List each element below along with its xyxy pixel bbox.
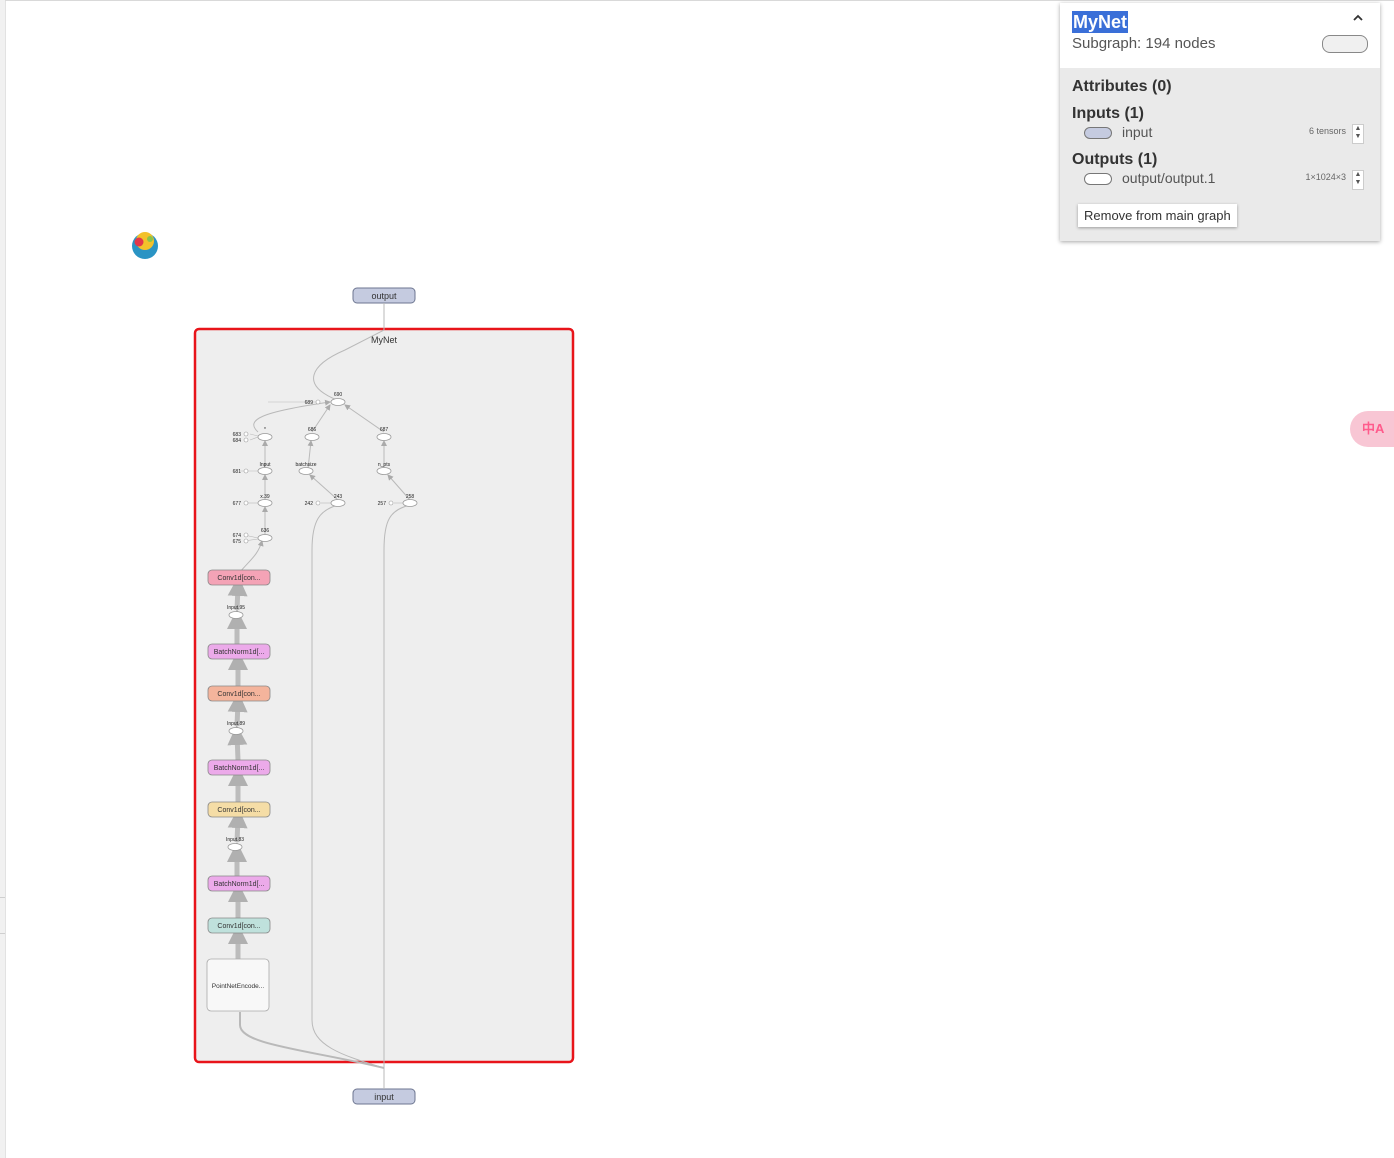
svg-text:686: 686	[308, 427, 317, 433]
svg-text:681: 681	[233, 469, 242, 475]
svg-text:Conv1d[con...: Conv1d[con...	[217, 807, 260, 814]
input-name: input	[1122, 124, 1153, 140]
op-node-242[interactable]: 242	[305, 500, 321, 507]
output-name: output/output.1	[1122, 170, 1216, 186]
svg-text:636: 636	[261, 528, 270, 534]
svg-text:PointNetEncode...: PointNetEncode...	[212, 983, 265, 990]
trunk-edges	[227, 576, 248, 959]
op-node-243[interactable]: 243	[330, 494, 346, 507]
module-batchnorm1d-1[interactable]: BatchNorm1d[...	[207, 875, 271, 892]
output-size: 1×1024×3	[1305, 172, 1346, 182]
svg-text:BatchNorm1d[...: BatchNorm1d[...	[214, 765, 265, 772]
module-pointnet-encoder[interactable]: PointNetEncode...	[206, 958, 270, 1012]
svg-text:258: 258	[406, 494, 415, 500]
svg-text:242: 242	[305, 501, 314, 507]
op-node-batchsize[interactable]: batchsize	[295, 462, 317, 475]
graph-edges	[239, 303, 411, 1089]
outputs-heading: Outputs (1)	[1072, 151, 1158, 168]
svg-text:input: input	[374, 1092, 394, 1102]
inputs-heading: Inputs (1)	[1072, 105, 1144, 122]
op-node-258[interactable]: 258	[402, 494, 418, 507]
svg-text:*: *	[264, 427, 266, 433]
op-node-677[interactable]: 677	[233, 500, 249, 507]
op-node-mul[interactable]: *	[257, 427, 273, 441]
app-logo	[130, 230, 160, 260]
svg-text:output: output	[371, 291, 397, 301]
node-info-card: MyNet Subgraph: 194 nodes Attributes (0)…	[1060, 3, 1380, 241]
module-conv1d-4[interactable]: Conv1d[con...	[207, 569, 271, 586]
subgraph-label: MyNet	[371, 335, 398, 345]
op-node-x39[interactable]: x.39	[257, 494, 273, 507]
svg-text:Input: Input	[259, 462, 271, 468]
svg-text:Conv1d[con...: Conv1d[con...	[217, 923, 260, 930]
svg-text:687: 687	[380, 427, 389, 433]
input-row[interactable]: input 6 tensors ▲▼	[1084, 124, 1374, 144]
output-node[interactable]: output	[352, 287, 416, 304]
svg-text:Input.95: Input.95	[227, 605, 245, 611]
top-border	[5, 0, 1394, 1]
op-node-690[interactable]: 690	[330, 392, 346, 406]
module-conv1d-1[interactable]: Conv1d[con...	[207, 917, 271, 934]
svg-text:674: 674	[233, 533, 242, 539]
op-node-input-83[interactable]: Input.83	[226, 837, 244, 851]
svg-text:Conv1d[con...: Conv1d[con...	[217, 691, 260, 698]
rail-divider	[0, 897, 5, 898]
output-row[interactable]: output/output.1 1×1024×3 ▲▼	[1084, 170, 1374, 190]
op-node-681[interactable]: 681	[233, 468, 249, 475]
op-node-689[interactable]: 689	[305, 399, 321, 406]
module-conv1d-3[interactable]: Conv1d[con...	[207, 685, 271, 702]
input-node[interactable]: input	[352, 1088, 416, 1105]
chevron-up-icon[interactable]	[1350, 11, 1366, 27]
rail-divider	[0, 933, 5, 934]
svg-text:Input.89: Input.89	[227, 721, 245, 727]
svg-text:689: 689	[305, 400, 314, 406]
module-batchnorm1d-3[interactable]: BatchNorm1d[...	[207, 643, 271, 660]
svg-text:675: 675	[233, 539, 242, 545]
op-node-input-95[interactable]: Input.95	[227, 605, 245, 619]
remove-from-main-graph-button[interactable]: Remove from main graph	[1078, 204, 1237, 227]
op-node-input[interactable]: Input	[257, 462, 273, 475]
svg-text:677: 677	[233, 501, 242, 507]
expand-subgraph-button[interactable]	[1322, 35, 1368, 53]
svg-text:n_pts: n_pts	[378, 462, 391, 468]
op-node-n-pts[interactable]: n_pts	[376, 462, 392, 475]
svg-text:BatchNorm1d[...: BatchNorm1d[...	[214, 649, 265, 656]
input-size: 6 tensors	[1308, 126, 1346, 136]
attributes-heading: Attributes (0)	[1072, 78, 1172, 95]
svg-text:x.39: x.39	[260, 494, 270, 500]
meta-node-icon	[1084, 127, 1112, 139]
svg-text:Input.83: Input.83	[226, 837, 244, 843]
svg-text:BatchNorm1d[...: BatchNorm1d[...	[214, 881, 265, 888]
module-batchnorm1d-2[interactable]: BatchNorm1d[...	[207, 759, 271, 776]
svg-text:257: 257	[378, 501, 387, 507]
info-card-title: MyNet	[1072, 11, 1129, 33]
left-edge-rail	[0, 0, 6, 1158]
svg-text:Conv1d[con...: Conv1d[con...	[217, 575, 260, 582]
op-node-683[interactable]: 683	[233, 431, 249, 438]
module-conv1d-2[interactable]: Conv1d[con...	[207, 801, 271, 818]
svg-text:690: 690	[334, 392, 343, 398]
translate-icon[interactable]: 中A	[1350, 411, 1394, 447]
svg-text:batchsize: batchsize	[295, 462, 316, 468]
svg-text:243: 243	[334, 494, 343, 500]
op-node-675[interactable]: 675	[233, 538, 249, 545]
svg-text:684: 684	[233, 438, 242, 444]
info-card-body: Attributes (0) Inputs (1) input 6 tensor…	[1060, 68, 1380, 241]
info-card-header: MyNet Subgraph: 194 nodes	[1060, 3, 1380, 68]
info-card-subtitle: Subgraph: 194 nodes	[1072, 35, 1216, 52]
op-node-687[interactable]: 687	[376, 427, 392, 441]
op-node-684[interactable]: 684	[233, 437, 249, 444]
output-stepper[interactable]: ▲▼	[1352, 170, 1364, 190]
op-node-636[interactable]: 636	[257, 528, 273, 542]
op-node-257[interactable]: 257	[378, 500, 394, 507]
op-node-686[interactable]: 686	[304, 427, 320, 441]
op-node-674[interactable]: 674	[233, 532, 249, 539]
op-node-input-89[interactable]: Input.89	[227, 721, 245, 735]
input-stepper[interactable]: ▲▼	[1352, 124, 1364, 144]
op-node-icon	[1084, 173, 1112, 185]
svg-text:683: 683	[233, 432, 242, 438]
